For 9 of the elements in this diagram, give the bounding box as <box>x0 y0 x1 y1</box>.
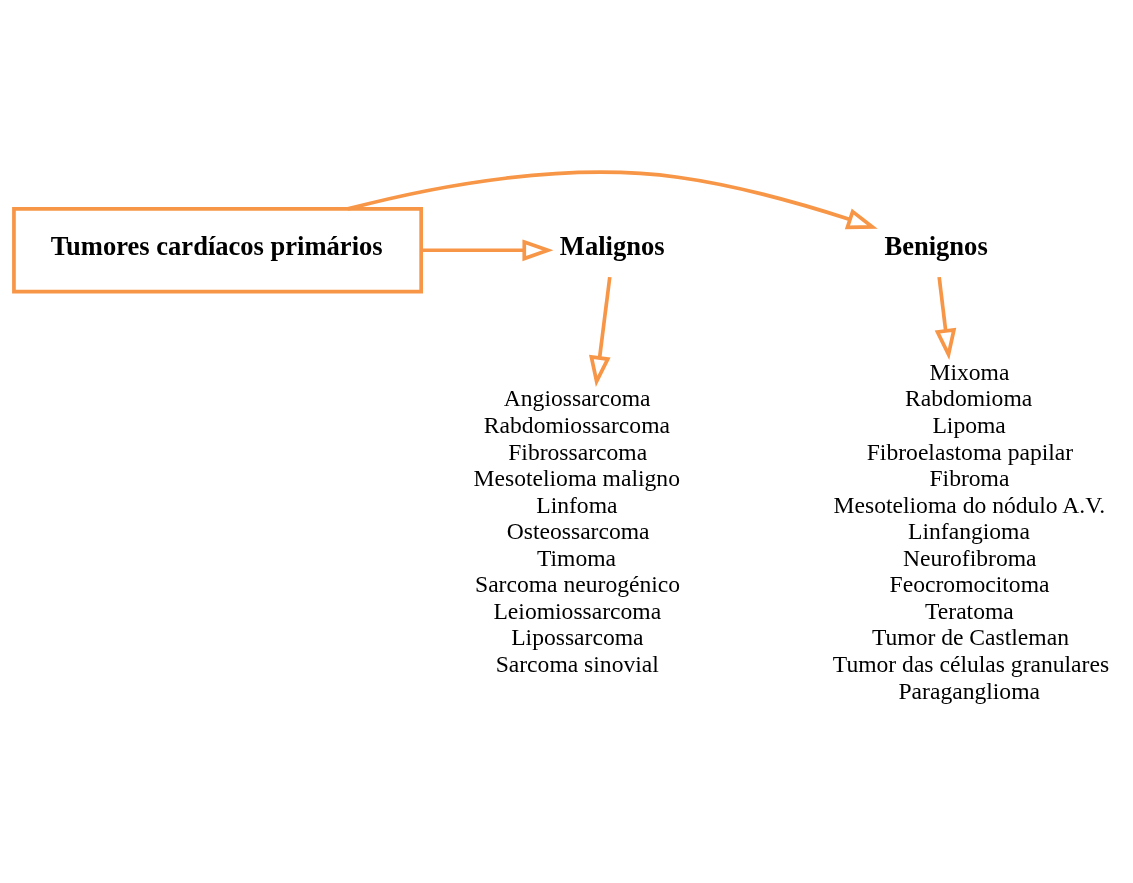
node-text: Benignos <box>884 230 988 261</box>
arrow <box>589 276 612 387</box>
node-text: Angiossarcoma Rabdomiossarcoma Fibrossarcoma Mesotelioma maligno Linfoma Osteossarcoma Timoma Sarcoma neurogénico Leiomiossarcoma Lipossarcoma Sarcoma sinovial <box>473 384 681 677</box>
node-text: Mixoma Rabdomioma Lipoma Fibroelastoma papilar Fibroma Mesotelioma do nódulo A.V. Linfangioma Neurofibroma Feocromocitoma Teratoma Tumor de Castleman Tumor das células granulares Paraganglioma <box>832 358 1110 704</box>
arrow <box>421 238 554 261</box>
node-text: Malignos <box>559 230 665 261</box>
arrow <box>347 169 878 229</box>
node-box: Tumores cardíacos primários <box>12 206 423 293</box>
arrow <box>934 276 957 360</box>
